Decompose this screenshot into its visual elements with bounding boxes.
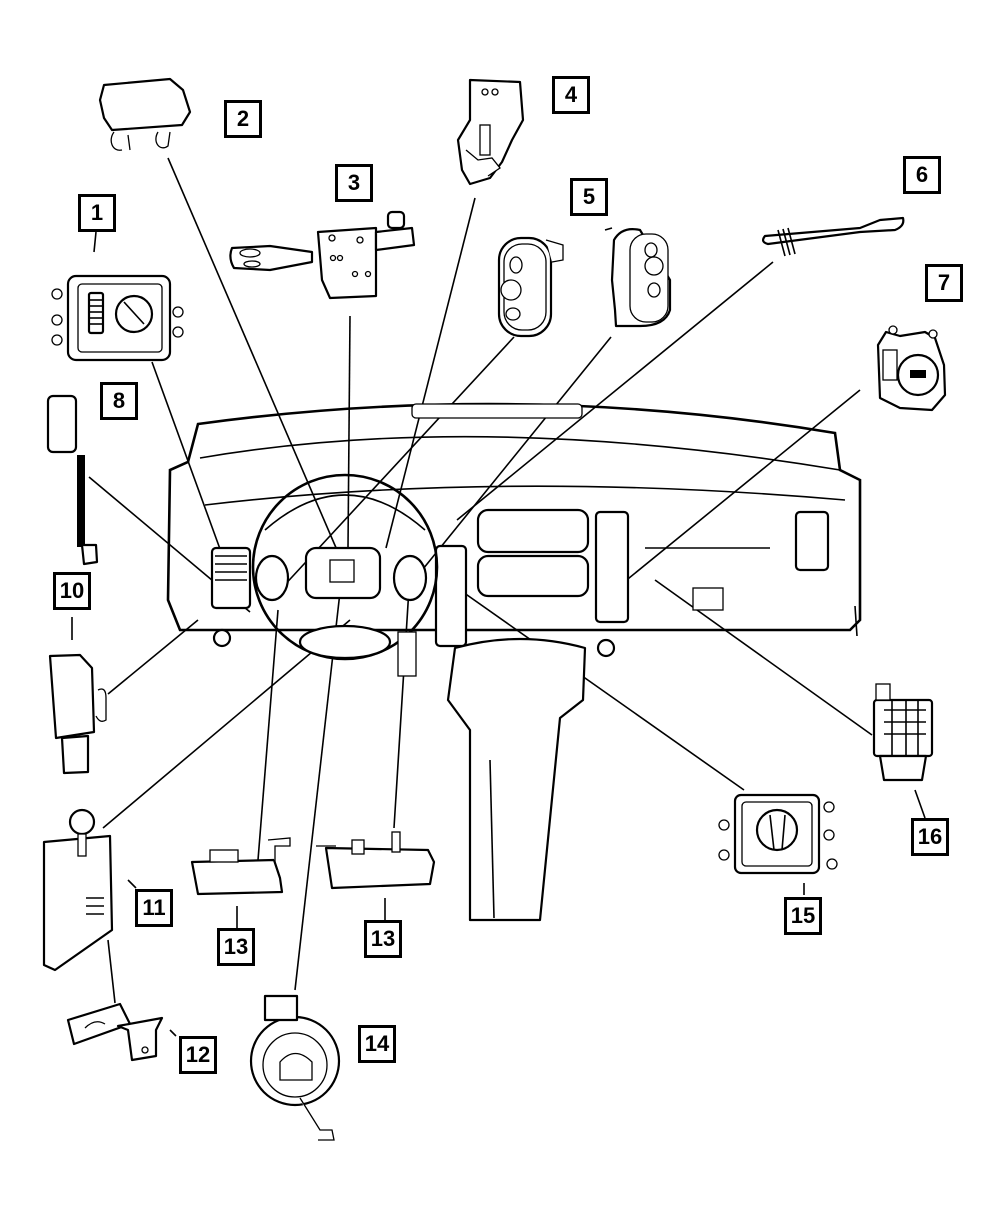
column-bracket-drawing (456, 78, 525, 186)
leader-1 (151, 361, 233, 583)
callout-7[interactable]: 7 (925, 264, 963, 302)
dimmer-switch-drawing (42, 808, 114, 972)
steering-wheel-switches-drawing (497, 228, 672, 338)
leader-16 (654, 579, 873, 736)
leader-2 (167, 157, 341, 558)
leader-12-tick (169, 1029, 177, 1037)
blower-switch-drawing (718, 793, 838, 875)
callout-14[interactable]: 14 (358, 1025, 396, 1063)
leader-15 (459, 589, 745, 791)
ignition-switch-drawing (876, 325, 947, 412)
leader-12 (107, 939, 116, 1004)
speed-control-switch-right-drawing (316, 831, 436, 890)
accelerator-sensor-drawing (48, 653, 107, 775)
leader-7 (617, 389, 861, 588)
leader-10 (107, 619, 199, 695)
hvac-switch-drawing (872, 683, 934, 782)
leader-11 (102, 619, 351, 829)
callout-13-right[interactable]: 13 (364, 920, 402, 958)
callout-6[interactable]: 6 (903, 156, 941, 194)
callout-16[interactable]: 16 (911, 818, 949, 856)
mounting-bracket-drawing (66, 1002, 164, 1062)
leader-13a (257, 609, 279, 861)
multifunction-switch-drawing (229, 210, 416, 300)
callout-2[interactable]: 2 (224, 100, 262, 138)
leader-5-top (604, 227, 613, 231)
callout-15[interactable]: 15 (784, 897, 822, 935)
leader-11-tick (127, 879, 137, 889)
leader-16-tick (914, 789, 926, 819)
callout-3[interactable]: 3 (335, 164, 373, 202)
callout-11[interactable]: 11 (135, 889, 173, 927)
callout-13-left[interactable]: 13 (217, 928, 255, 966)
brake-lamp-switch-drawing (46, 394, 99, 566)
callout-8[interactable]: 8 (100, 382, 138, 420)
leader-1-top (93, 231, 97, 253)
shift-lever-drawing (761, 216, 905, 257)
callout-12[interactable]: 12 (179, 1036, 217, 1074)
leader-4 (385, 197, 476, 549)
speed-control-switch-left-drawing (190, 837, 291, 896)
leader-6 (456, 261, 774, 521)
clockspring-drawing (249, 994, 341, 1141)
headlamp-switch-drawing (51, 274, 184, 362)
callout-1[interactable]: 1 (78, 194, 116, 232)
instrument-panel-drawing (166, 402, 862, 922)
callout-5[interactable]: 5 (570, 178, 608, 216)
airbag-module-drawing (98, 77, 192, 151)
callout-4[interactable]: 4 (552, 76, 590, 114)
leader-13b (393, 571, 411, 829)
callout-10[interactable]: 10 (53, 572, 91, 610)
leader-3 (347, 315, 351, 549)
